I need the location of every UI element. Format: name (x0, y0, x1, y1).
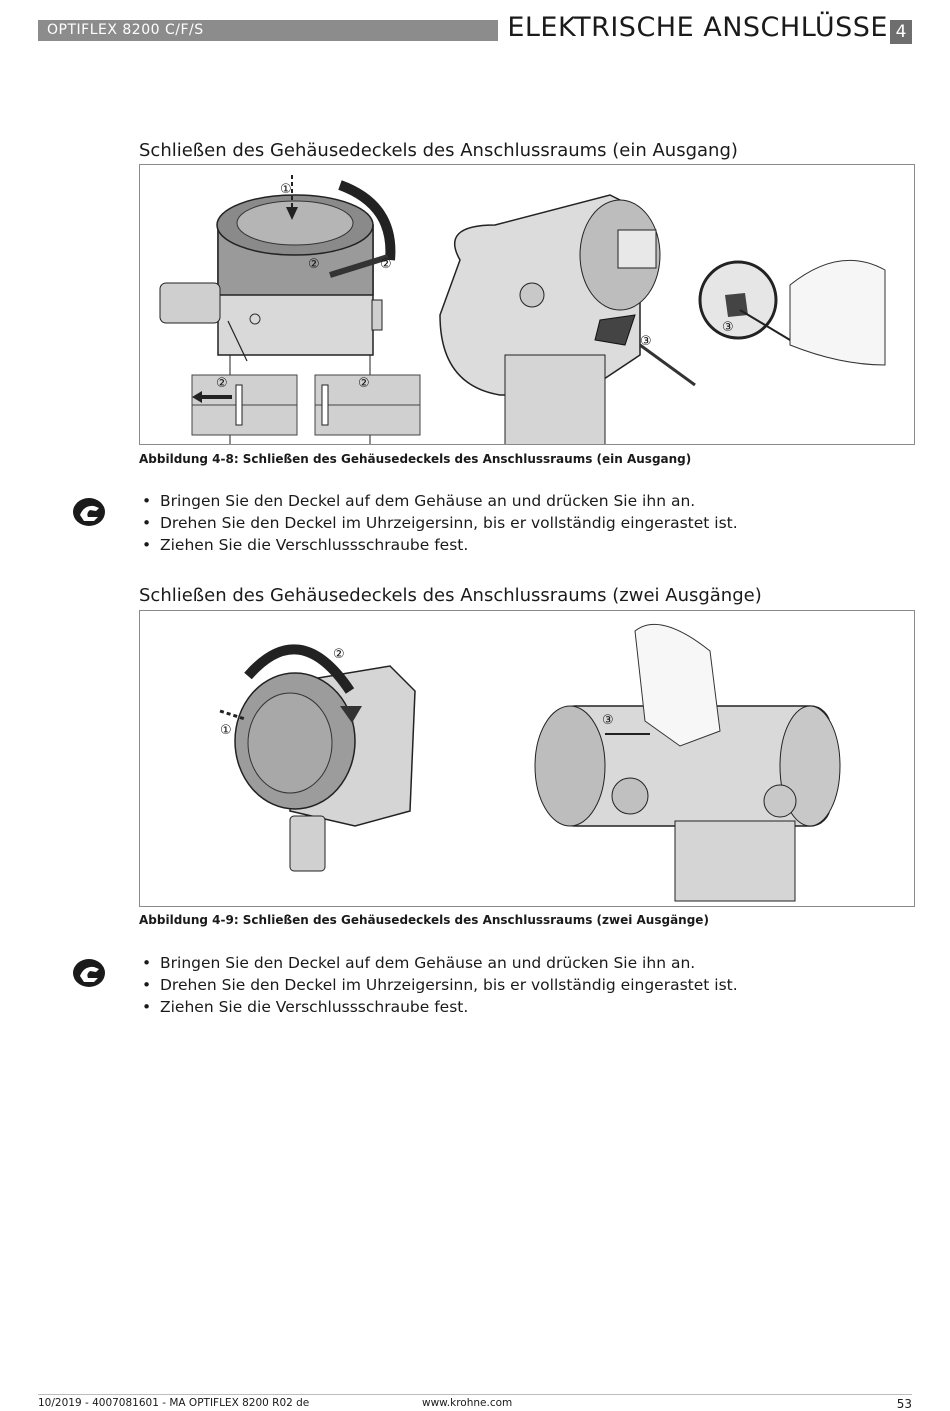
housing-side-view-drawing (534, 623, 841, 902)
figure-4-9-illustration: ② ① ③ (219, 623, 841, 902)
step-label-2: ② (333, 647, 345, 662)
figure-4-8-illustration: ① ② ② ② ② ③ ③ (159, 175, 886, 444)
step-label-3b: ③ (722, 320, 734, 335)
step-label-2d: ② (358, 376, 370, 391)
list-item: Bringen Sie den Deckel auf dem Gehäuse a… (142, 490, 738, 512)
figure-4-9: ② ① ③ (139, 610, 915, 907)
step-label-2a: ② (308, 257, 320, 272)
step-label-1: ① (220, 723, 232, 738)
footer-divider (38, 1394, 912, 1395)
housing-round-cover-drawing (219, 644, 416, 872)
list-item: Ziehen Sie die Verschlussschraube fest. (142, 534, 738, 556)
hand-instruction-icon (73, 498, 105, 526)
latch-detail-panels (191, 374, 421, 436)
figure-4-8: ① ② ② ② ② ③ ③ (139, 164, 915, 445)
chapter-title: ELEKTRISCHE ANSCHLÜSSE (507, 12, 888, 43)
step-label-1: ① (280, 182, 292, 197)
housing-display-drawing (439, 194, 696, 444)
step-label-2c: ② (216, 376, 228, 391)
list-item: Ziehen Sie die Verschlussschraube fest. (142, 996, 738, 1018)
screw-hand-detail (698, 259, 886, 366)
instruction-list-two-outputs: Bringen Sie den Deckel auf dem Gehäuse a… (142, 952, 738, 1018)
step-label-3a: ③ (640, 334, 652, 349)
section-heading-one-output: Schließen des Gehäusedeckels des Anschlu… (139, 140, 738, 161)
step-label-2b: ② (380, 257, 392, 272)
chapter-number: 4 (890, 20, 912, 44)
caption-4-8: Abbildung 4-8: Schließen des Gehäusedeck… (139, 452, 692, 466)
list-item: Bringen Sie den Deckel auf dem Gehäuse a… (142, 952, 738, 974)
footer-website: www.krohne.com (422, 1397, 513, 1409)
caption-4-9: Abbildung 4-9: Schließen des Gehäusedeck… (139, 913, 709, 927)
housing-single-output-drawing (159, 175, 396, 444)
hand-instruction-icon (73, 959, 105, 987)
instruction-list-one-output: Bringen Sie den Deckel auf dem Gehäuse a… (142, 490, 738, 556)
section-heading-two-outputs: Schließen des Gehäusedeckels des Anschlu… (139, 585, 762, 606)
header-product: OPTIFLEX 8200 C/F/S (38, 20, 498, 41)
footer-doc-info: 10/2019 - 4007081601 - MA OPTIFLEX 8200 … (38, 1397, 310, 1409)
step-label-3: ③ (602, 713, 614, 728)
list-item: Drehen Sie den Deckel im Uhrzeigersinn, … (142, 974, 738, 996)
list-item: Drehen Sie den Deckel im Uhrzeigersinn, … (142, 512, 738, 534)
page-number: 53 (896, 1397, 912, 1411)
